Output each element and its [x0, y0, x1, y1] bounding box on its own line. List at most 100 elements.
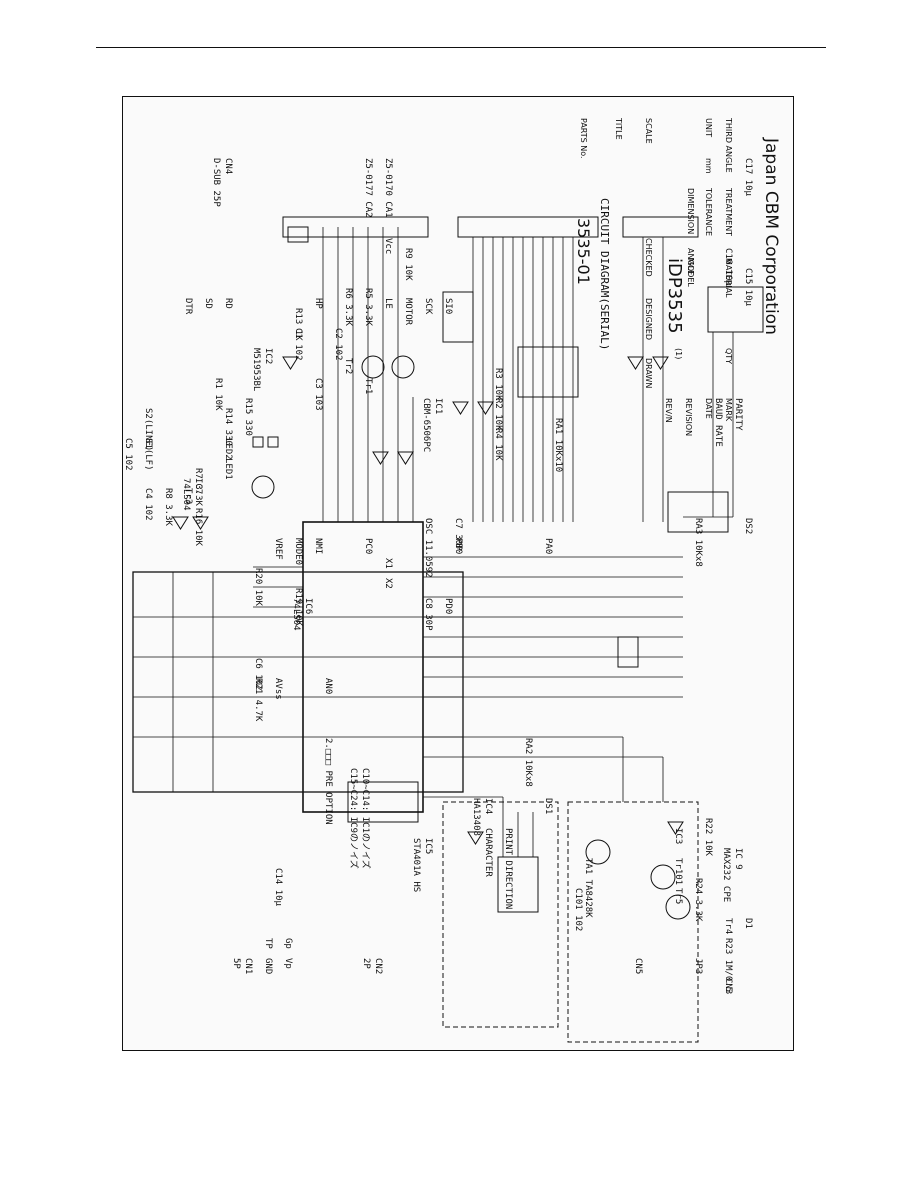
inverter-9 — [192, 516, 209, 530]
ca2-connector — [282, 216, 429, 238]
pin-parity: PARITY — [733, 398, 743, 431]
inverter-4 — [452, 401, 469, 415]
inverter-2 — [372, 451, 389, 465]
crystal-symbol — [617, 636, 639, 668]
osc-label: OSC 11.0592 — [423, 518, 433, 578]
inverter-3 — [397, 451, 414, 465]
ic3-label: IC3 — [673, 828, 683, 845]
cn4-connector — [622, 216, 699, 238]
value-c8: C8 30P — [423, 598, 433, 631]
cn5-box — [442, 801, 559, 1028]
pin-sd: SD — [203, 298, 213, 309]
cn1-label: CN1 — [243, 958, 253, 975]
value-r2: R2 10K — [493, 398, 503, 431]
ca2-label: Z5-0177 CA2 — [363, 158, 373, 218]
cn1-pins: 5P — [231, 958, 241, 969]
ic6-label: IC6 — [303, 598, 313, 615]
ic4-body — [517, 346, 579, 398]
value-r23: R23 1M/0.5 — [723, 938, 733, 993]
cn3-box — [567, 801, 699, 1043]
tr101-label: Tr101 — [673, 858, 683, 886]
revn-label: REV/N — [664, 398, 673, 423]
pin-rd: RD — [223, 298, 233, 309]
pin-pa0: PA0 — [543, 538, 553, 555]
ra1-label: RA1 10Kx10 — [553, 418, 563, 473]
s2-label: S2(LINE) — [143, 408, 153, 452]
value-r14: R14 330 — [223, 408, 233, 446]
value-r20: R20 10K — [253, 568, 263, 606]
option-note: 2.□□□ PRE OPTION — [323, 738, 333, 825]
pin-pd0: PD0 — [443, 598, 453, 615]
ic4-part: HA13408 — [471, 798, 481, 836]
ca1-label: Z5-0170 CA1 — [383, 158, 393, 218]
drawn-label: DRAWN — [644, 358, 653, 389]
ra3-label: RA3 10Kx8 — [693, 518, 703, 567]
inverter-11 — [667, 821, 684, 835]
inverter-1 — [282, 356, 299, 370]
checked-label: CHECKED — [644, 238, 653, 277]
unit-label: UNIT — [704, 118, 713, 138]
inverter-7 — [652, 356, 669, 370]
inverter-5 — [477, 401, 494, 415]
value-r22: R22 10K — [703, 818, 713, 856]
value-r16: R16 10K — [193, 508, 203, 546]
ic5-part: STA401A HS — [411, 838, 421, 893]
ic9-body — [707, 286, 764, 333]
title-block-frame — [132, 571, 464, 793]
circuit-lines — [132, 216, 764, 1043]
value-c101: C101 102 — [573, 888, 583, 932]
pin-mode0: MODE0 — [293, 538, 303, 566]
ic2-part: M51953BL — [251, 348, 261, 392]
ic1-label: IC1 — [433, 398, 443, 415]
tr3-symbol — [251, 475, 275, 499]
pin-pc0: PC0 — [363, 538, 373, 555]
tr3-label: Tr3 — [183, 488, 193, 505]
value-c16: C16 10μ — [723, 248, 733, 286]
ds2-block — [667, 491, 729, 533]
led1-label: LED1 — [223, 458, 233, 480]
d1-label: D1 — [743, 918, 753, 929]
value-r7: R7 3.3K — [193, 468, 203, 506]
title-label: TITLE — [614, 118, 623, 140]
ds1-block — [347, 781, 419, 823]
model-number: iDP3535 — [664, 258, 685, 334]
value-c2: C2 102 — [333, 328, 343, 361]
value-r3: R3 10K — [493, 368, 503, 401]
cn4-desc: D-SUB 25P — [211, 158, 221, 207]
cn5-label: CN5 — [633, 958, 643, 975]
pin-vref: VREF — [273, 538, 283, 560]
pin-an0: AN0 — [323, 678, 333, 695]
pin-hp: HP — [313, 298, 323, 309]
inverter-6 — [627, 356, 644, 370]
company-name: Japan CBM Corporation — [761, 138, 781, 335]
ca1-connector — [457, 216, 599, 238]
model-label: MODEL — [686, 258, 695, 287]
tr4-label: Tr4 — [723, 918, 733, 935]
value-r19: R19 10K — [293, 588, 303, 626]
x2-label: X2 — [383, 578, 393, 589]
parts-number: 3535-01 — [574, 218, 593, 285]
tr1-symbol — [391, 355, 415, 379]
x1-label: X1 — [383, 558, 393, 569]
ra2-label: RA2 10Kx8 — [523, 738, 533, 787]
ds2-label: DS2 — [743, 518, 753, 535]
value-c1: C1 102 — [293, 328, 303, 361]
value-c17: C17 10μ — [743, 158, 753, 196]
date-label: DATE — [704, 398, 713, 419]
qty-value: (1) — [674, 348, 683, 360]
tr1-label: Tr1 — [363, 378, 373, 395]
pin-nmi: NMI — [313, 538, 323, 555]
pin-le: LE — [383, 298, 393, 309]
cap-note-2: C15~C24: IC9のノイズ — [348, 768, 358, 869]
rotated-content: Japan CBM Corporation THIRD ANGLE UNIT m… — [123, 98, 793, 1048]
pin-avss: AVss — [273, 678, 283, 700]
scale-label: SCALE — [644, 118, 653, 144]
value-c7: C7 30P — [453, 518, 463, 551]
value-c3: C3 103 — [313, 378, 323, 411]
ic1-body — [302, 521, 424, 813]
pin-sck: SCK — [423, 298, 433, 315]
top-rule — [96, 47, 826, 48]
cn2-connector — [287, 226, 309, 243]
designed-label: DESIGNED — [644, 298, 653, 341]
ic2-label: IC2 — [263, 348, 273, 365]
